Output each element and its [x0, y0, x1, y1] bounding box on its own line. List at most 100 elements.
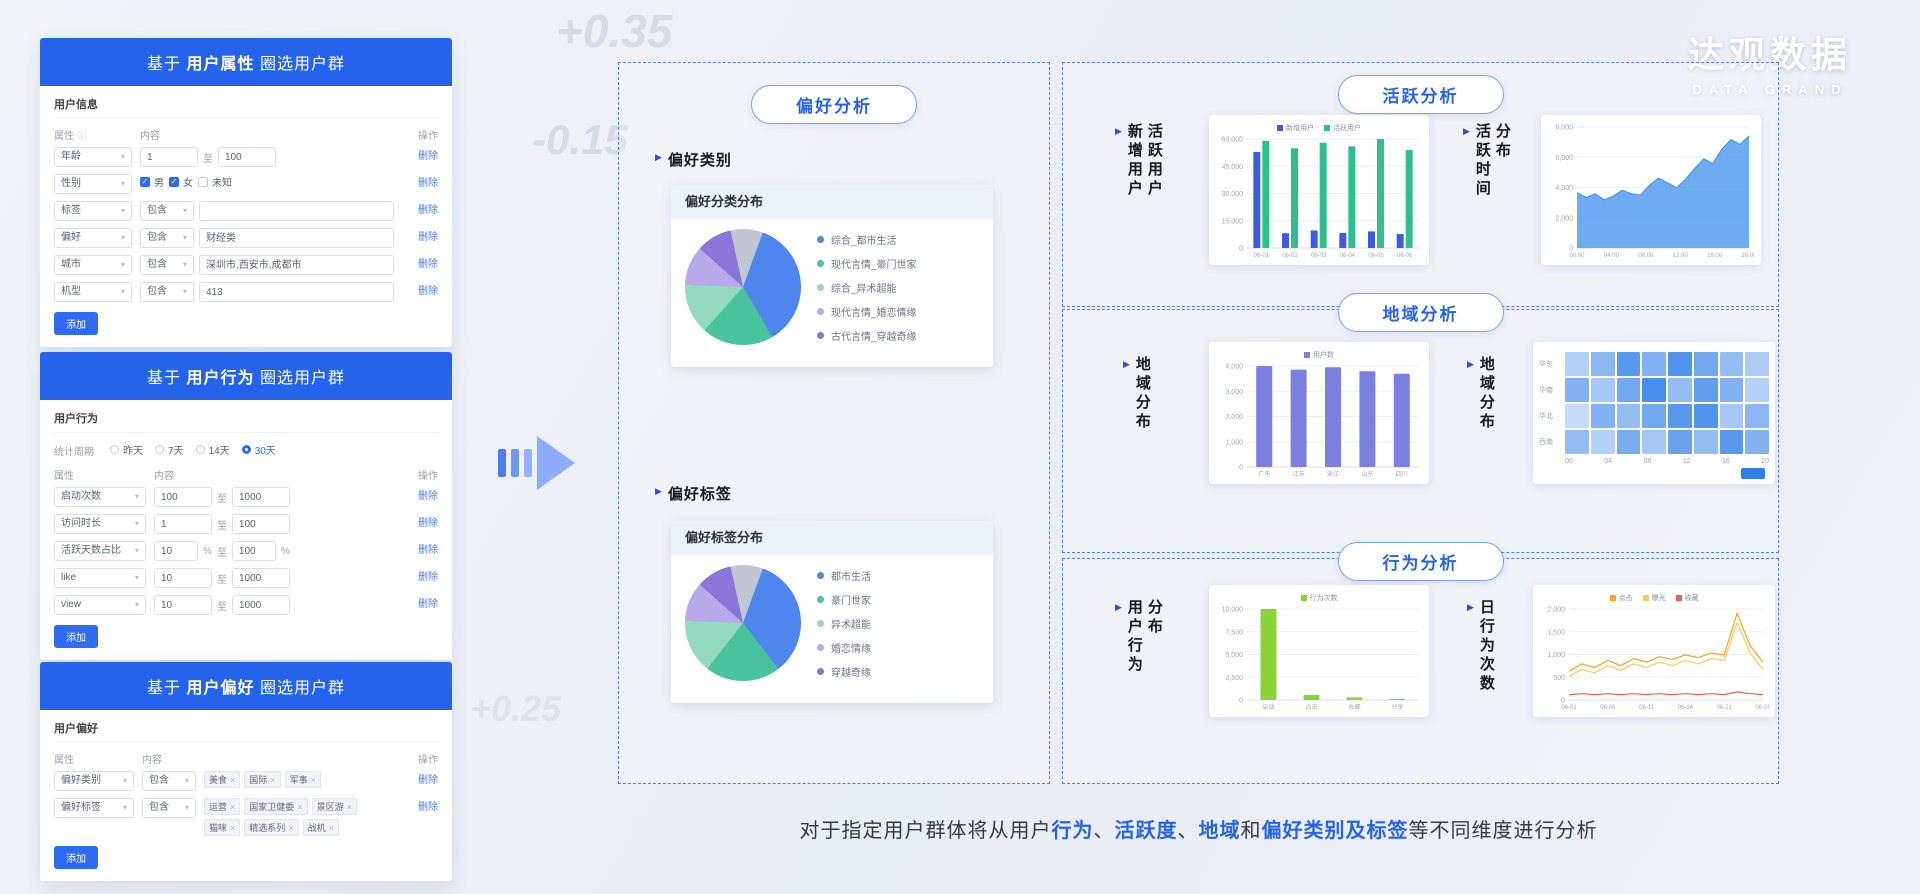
delete-link[interactable]: 删除 [418, 151, 438, 162]
range-to-input[interactable]: 1000 [232, 595, 290, 615]
attribute-select[interactable]: view▾ [54, 595, 146, 615]
svg-text:2,500: 2,500 [1225, 675, 1243, 682]
radio-icon[interactable] [241, 445, 251, 454]
attribute-select[interactable]: 性别▾ [54, 174, 132, 194]
attribute-select[interactable]: 偏好标签▾ [54, 798, 134, 818]
condition-select[interactable]: 包含▾ [140, 282, 194, 302]
tag-chip[interactable]: 运营× [204, 798, 241, 815]
range-to-input[interactable]: 1000 [232, 568, 290, 588]
tag-remove-icon[interactable]: × [230, 822, 236, 833]
value-input[interactable]: 413 [199, 282, 394, 302]
add-button[interactable]: 添加 [54, 312, 98, 335]
svg-text:1,500: 1,500 [1547, 629, 1565, 636]
attribute-select[interactable]: 活跃天数占比▾ [54, 541, 146, 561]
value-input[interactable]: 财经类 [199, 228, 394, 248]
legend-dot-icon [817, 667, 824, 675]
brand-name-en: DATA GRAND [1692, 82, 1848, 97]
tag-chip[interactable]: 国家卫健委× [244, 798, 308, 815]
tag-chip[interactable]: 景区游× [311, 798, 357, 815]
attribute-select[interactable]: like▾ [54, 568, 146, 588]
range-from-input[interactable]: 100 [154, 487, 212, 507]
svg-text:06-21: 06-21 [1717, 705, 1733, 711]
chevron-down-icon: ▾ [182, 206, 187, 215]
radio-icon[interactable] [110, 445, 119, 454]
add-button[interactable]: 添加 [54, 846, 98, 869]
checkbox-option[interactable]: ✓男 [140, 176, 164, 189]
checkbox-checked-icon[interactable]: ✓ [169, 176, 179, 187]
delete-link[interactable]: 删除 [418, 205, 438, 216]
tag-remove-icon[interactable]: × [346, 801, 352, 812]
range-from-input[interactable]: 1 [140, 147, 198, 167]
svg-text:1,000: 1,000 [1547, 652, 1565, 659]
period-radio[interactable]: 昨天 [110, 442, 143, 457]
checkbox-option[interactable]: 未知 [198, 174, 232, 189]
tag-chip[interactable]: 战机× [302, 819, 339, 836]
add-button[interactable]: 添加 [54, 625, 98, 648]
attribute-select[interactable]: 标签▾ [54, 201, 132, 221]
attribute-select[interactable]: 机型▾ [54, 282, 132, 302]
value-input[interactable] [199, 201, 394, 221]
attribute-select[interactable]: 年龄▾ [54, 147, 132, 167]
attribute-select[interactable]: 偏好类别▾ [54, 771, 134, 791]
radio-icon[interactable] [195, 445, 205, 454]
checkbox-option[interactable]: ✓女 [169, 176, 193, 189]
delete-link[interactable]: 删除 [418, 178, 438, 189]
range-to-input[interactable]: 100 [231, 541, 276, 561]
delete-link[interactable]: 删除 [418, 802, 438, 813]
condition-select[interactable]: 包含▾ [140, 228, 194, 248]
delete-link[interactable]: 删除 [418, 259, 438, 270]
condition-select[interactable]: 包含▾ [140, 255, 194, 275]
condition-select[interactable]: 包含▾ [142, 771, 196, 791]
attribute-select[interactable]: 启动次数▾ [54, 487, 146, 507]
range-from-input[interactable]: 10 [154, 541, 198, 561]
tag-remove-icon[interactable]: × [230, 774, 236, 785]
tag-remove-icon[interactable]: × [297, 801, 303, 812]
radio-icon[interactable] [155, 445, 164, 454]
value-input[interactable]: 深圳市,西安市,成都市 [199, 255, 394, 275]
tag-remove-icon[interactable]: × [310, 774, 316, 785]
period-radio[interactable]: 7天 [155, 442, 184, 457]
delete-link[interactable]: 删除 [418, 232, 438, 243]
form-row-age: 年龄▾ 1 至 100 删除 [54, 147, 438, 167]
condition-select[interactable]: 包含▾ [142, 798, 196, 818]
range-to-input[interactable]: 100 [218, 147, 276, 167]
period-radio[interactable]: 30天 [241, 442, 276, 457]
range-to-input[interactable]: 100 [232, 514, 290, 534]
checkbox-icon[interactable] [198, 176, 208, 187]
range-from-input[interactable]: 1 [154, 514, 212, 534]
tag-chip[interactable]: 精选系列× [244, 819, 299, 836]
period-radio[interactable]: 14天 [195, 442, 230, 457]
delete-link[interactable]: 删除 [418, 775, 438, 786]
delete-link[interactable]: 删除 [418, 545, 438, 556]
attribute-select[interactable]: 访问时长▾ [54, 514, 146, 534]
tag-remove-icon[interactable]: × [230, 801, 236, 812]
tag-remove-icon[interactable]: × [328, 822, 334, 833]
delete-link[interactable]: 删除 [418, 572, 438, 583]
section-label-preference-tags: ▶偏好标签 [655, 486, 732, 503]
form-row-like: like▾ 10 至 1000 删除 [54, 568, 438, 588]
range-to-input[interactable]: 1000 [232, 487, 290, 507]
attribute-select[interactable]: 城市▾ [54, 255, 132, 275]
behavior-right-label: ▶ 日行为次数 [1467, 599, 1495, 694]
tag-remove-icon[interactable]: × [270, 774, 276, 785]
svg-text:4,000: 4,000 [1225, 364, 1243, 371]
tag-chip[interactable]: 猫咪× [204, 819, 241, 836]
delete-link[interactable]: 删除 [418, 518, 438, 529]
heatmap-action-chip[interactable] [1741, 468, 1765, 479]
tag-chip[interactable]: 美食× [204, 771, 241, 788]
heatmap-cell [1693, 352, 1718, 376]
delete-link[interactable]: 删除 [418, 286, 438, 297]
form-row-preference: 偏好▾ 包含▾ 财经类 删除 [54, 228, 438, 248]
range-from-input[interactable]: 10 [154, 568, 212, 588]
delete-link[interactable]: 删除 [418, 491, 438, 502]
checkbox-checked-icon[interactable]: ✓ [140, 176, 150, 187]
delete-link[interactable]: 删除 [418, 599, 438, 610]
header-text: 基于 [147, 56, 187, 73]
attribute-select[interactable]: 偏好▾ [54, 228, 132, 248]
condition-select[interactable]: 包含▾ [140, 201, 194, 221]
tag-chip[interactable]: 军事× [284, 771, 321, 788]
range-from-input[interactable]: 10 [154, 595, 212, 615]
tag-chip[interactable]: 国际× [244, 771, 281, 788]
tag-remove-icon[interactable]: × [288, 822, 294, 833]
